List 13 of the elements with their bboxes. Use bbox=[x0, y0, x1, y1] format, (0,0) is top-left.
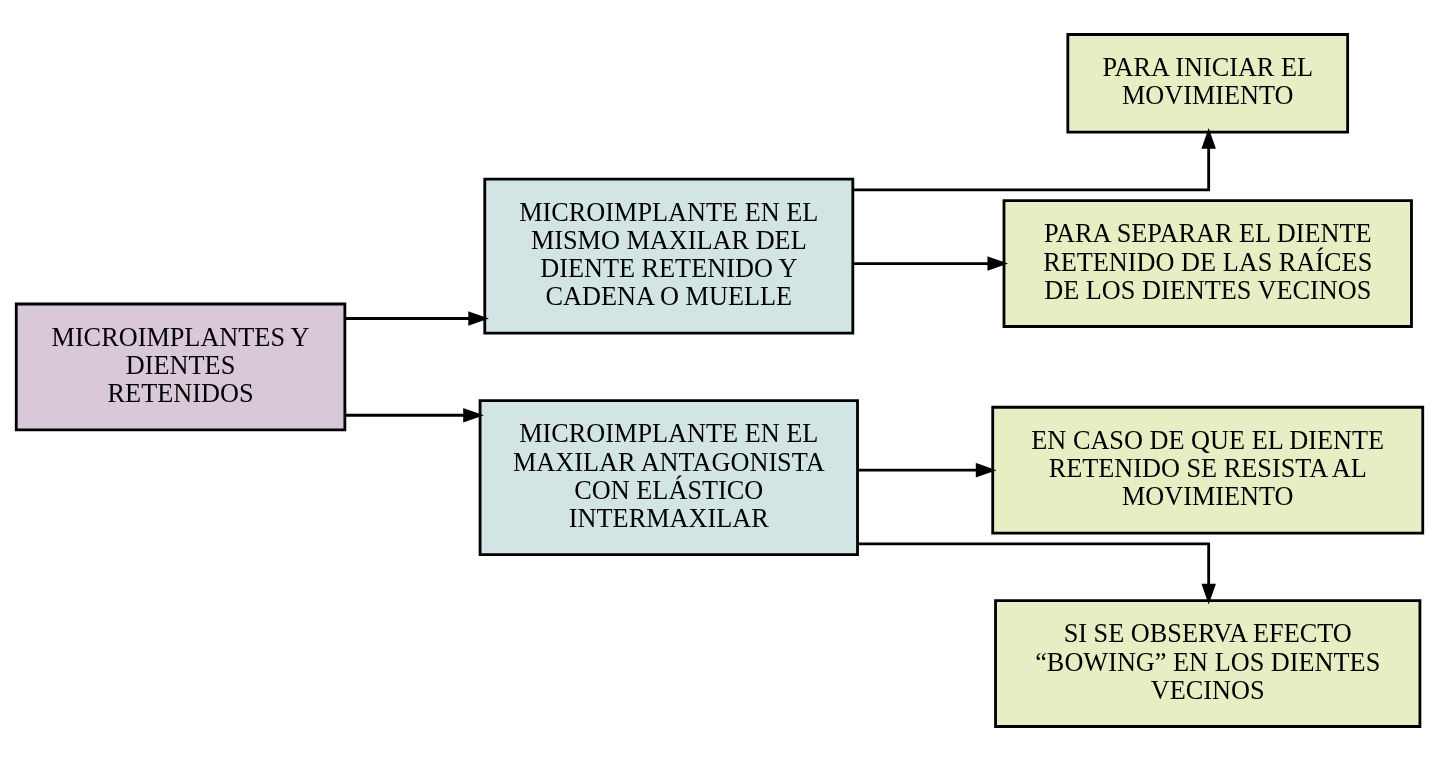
node-box: MICROIMPLANTE EN EL MAXILAR ANTAGONISTA CON ELÁSTICO INTERMAXILAR bbox=[478, 399, 859, 557]
arrow bbox=[858, 462, 997, 478]
arrow bbox=[345, 408, 484, 423]
arrow bbox=[853, 128, 1216, 192]
node-box: MICROIMPLANTES Y DIENTES RETENIDOS bbox=[14, 302, 347, 432]
node-box: SI SE OBSERVA EFECTO “BOWING” EN LOS DIENTES VECINOS bbox=[994, 599, 1422, 728]
node-box: MICROIMPLANTE EN EL MISMO MAXILAR DEL DIENTE RETENIDO Y CADENA O MUELLE bbox=[483, 177, 855, 335]
node-box: PARA INICIAR EL MOVIMIENTO bbox=[1066, 33, 1350, 134]
node-box: PARA SEPARAR EL DIENTE RETENIDO DE LAS RAÍCES DE LOS DIENTES VECINOS bbox=[1002, 199, 1413, 328]
node-box: EN CASO DE QUE EL DIENTE RETENIDO SE RESISTA AL MOVIMIENTO bbox=[991, 405, 1425, 535]
arrow bbox=[345, 311, 489, 326]
arrow bbox=[853, 256, 1009, 271]
arrow bbox=[857, 542, 1216, 605]
